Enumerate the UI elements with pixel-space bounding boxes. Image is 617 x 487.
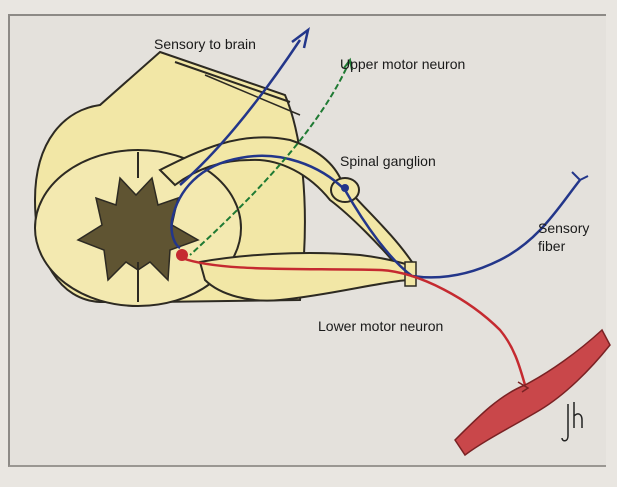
dorsal-groove-2: [204, 74, 301, 116]
label-sensory-to-brain: Sensory to brain: [154, 36, 256, 52]
lower-motor-pathway: [181, 256, 527, 386]
dorsal-groove: [174, 61, 291, 103]
ventral-root: [198, 251, 414, 302]
label-lower-motor-neuron: Lower motor neuron: [318, 318, 444, 334]
muscle: [454, 328, 611, 457]
upper-motor-arrow: [343, 57, 353, 71]
label-sensory-fiber-2: fiber: [538, 238, 566, 254]
label-upper-motor-neuron: Upper motor neuron: [340, 56, 466, 72]
motor-neuron-cell-body: [176, 249, 188, 261]
upper-motor-pathway: [189, 59, 351, 256]
ganglion-cell-body: [341, 184, 349, 192]
label-spinal-ganglion: Spinal ganglion: [340, 153, 436, 169]
label-sensory-fiber-1: Sensory: [538, 220, 590, 236]
signature-mark: [561, 402, 583, 442]
sensory-arrow-head: [291, 26, 310, 49]
gray-matter: [76, 176, 200, 282]
sensory-fiber-ending: [571, 171, 589, 181]
artist-signature: [560, 398, 598, 446]
neuromuscular-junction: [517, 381, 530, 393]
